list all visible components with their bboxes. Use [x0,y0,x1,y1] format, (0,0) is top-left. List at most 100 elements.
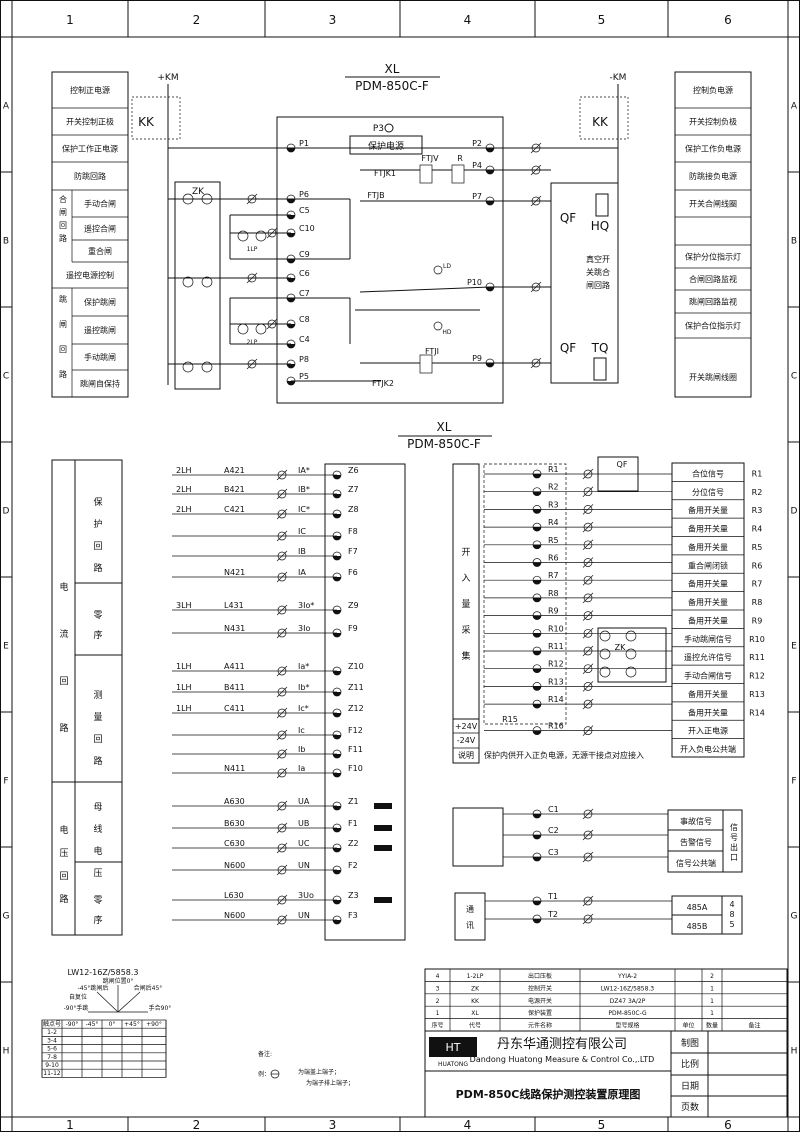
relay-label: R [457,154,463,163]
parts-header: 单位 [682,1022,694,1030]
signal-side-label: 信 [730,822,738,832]
signal-output-label: 告警信号 [680,837,712,847]
wire-label: C630 [224,839,245,848]
top-left-label: 防跳回路 [74,171,106,181]
input-box-label: 采 [461,625,470,636]
category-voltage-loop: 电 [59,824,68,836]
lamp-hd [433,321,443,331]
top-left-label: 遥控跳闸 [84,325,116,335]
input-code: R5 [752,543,763,552]
drawing-title: PDM-850C线路保护测控装置原理图 [456,1087,641,1101]
ld-label: LD [443,263,451,270]
svg-text:HT: HT [446,1041,461,1054]
lp-contact [255,323,267,335]
signal-label: IC* [298,505,310,514]
signal-label: 3Io* [298,601,314,610]
comm-terminal-label: T2 [547,910,558,919]
zk-contact [201,276,213,288]
company-cn: 丹东华通测控有限公司 [497,1037,627,1052]
zk-contact [599,630,611,642]
switch-header: -45° [86,1021,99,1028]
column-label: 5 [598,1118,606,1132]
zk-contact [625,666,637,678]
lamp-ld [433,265,443,275]
terminal-fill [333,671,341,675]
parts-cell: 1 [710,1010,714,1017]
terminal-label: P2 [472,139,482,148]
parts-cell: 1 [436,1010,440,1017]
switch-label: -90°手跳 [64,1004,89,1012]
title-field: 页数 [681,1101,699,1113]
category-current-loop: 路 [59,722,68,734]
terminal-fill [533,651,541,655]
input-terminal-label: R16 [548,722,564,731]
signal-label: UN [298,911,310,920]
category-voltage-loop: 压 [59,848,68,859]
group-label-trip: 回 [59,345,67,354]
terminal-fill [333,848,341,852]
screw-terminal [531,358,541,368]
legend-example: 例： [258,1070,270,1078]
group-label-close: 合 [59,194,67,204]
signal-output-label: 信号公共端 [676,858,716,868]
voltage-bar [374,845,392,851]
input-label: 开入正电源 [688,726,728,736]
input-terminal-label: R6 [548,554,559,563]
parts-cell: DZ47 3A/2P [610,998,646,1005]
input-code: R4 [752,525,763,534]
terminal-fill [287,344,295,348]
comm-label: 485A [687,903,708,912]
input-terminal-label: R14 [548,695,564,704]
terminal-label: Z10 [348,662,364,671]
terminal-fill [333,610,341,614]
terminal-fill [287,324,295,328]
input-label: 手动合闸信号 [684,671,732,681]
bottom-device-box-left [324,463,406,941]
terminal-fill [486,148,494,152]
switch-header: +45° [124,1021,140,1028]
parts-header: 代号 [469,1022,481,1030]
category-voltage-loop: 回 [59,871,68,882]
row-label: D [3,507,10,517]
terminal-fill [533,491,541,496]
zk-label: ZK [192,187,205,197]
zk-input-label: ZK [615,643,626,652]
input-code: R1 [752,469,763,478]
screw-terminal [531,282,541,292]
terminal-fill [333,713,341,717]
lp-contact [255,230,267,242]
signal-label: Ib [298,745,305,754]
switch-header: 0° [109,1021,116,1028]
zk-contact [599,648,611,660]
legend-title: 备注: [258,1050,272,1058]
lp-contact [237,323,249,335]
input-terminal-label: R12 [548,660,564,669]
power-box [349,135,423,155]
terminal-fill [533,544,541,549]
qf-bottom-label: QF [560,341,576,355]
wire-label: A630 [224,797,245,806]
group-label-close: 路 [59,233,67,243]
p3-label: P3 [373,124,384,134]
category-zero-seq: 序 [93,629,102,641]
terminal-fill [287,298,295,302]
row-label: B [3,237,9,247]
switch-row: 11-12 [43,1070,61,1077]
category-measure: 回 [93,734,102,745]
bottom-device-model: PDM-850C-F [407,437,481,451]
terminal-label: C8 [299,315,310,324]
top-device-label: XL [385,62,400,76]
terminal-fill [533,730,541,735]
input-box-label: 开 [461,547,470,558]
category-zero-seq: 零 [93,610,102,621]
switch-row: 7-8 [47,1054,57,1061]
ct-label: 1LH [176,704,192,713]
parts-cell: 2 [436,998,440,1005]
terminal-fill [287,233,295,237]
switch-diagram: LW12-16Z/5858.3 -45°跳闸后跳闸位置0°合闸后45°自复位-9… [41,968,171,1078]
category-measure: 量 [93,712,102,723]
column-label: 2 [193,1118,201,1132]
top-right-label: 开关控制负极 [689,117,737,127]
